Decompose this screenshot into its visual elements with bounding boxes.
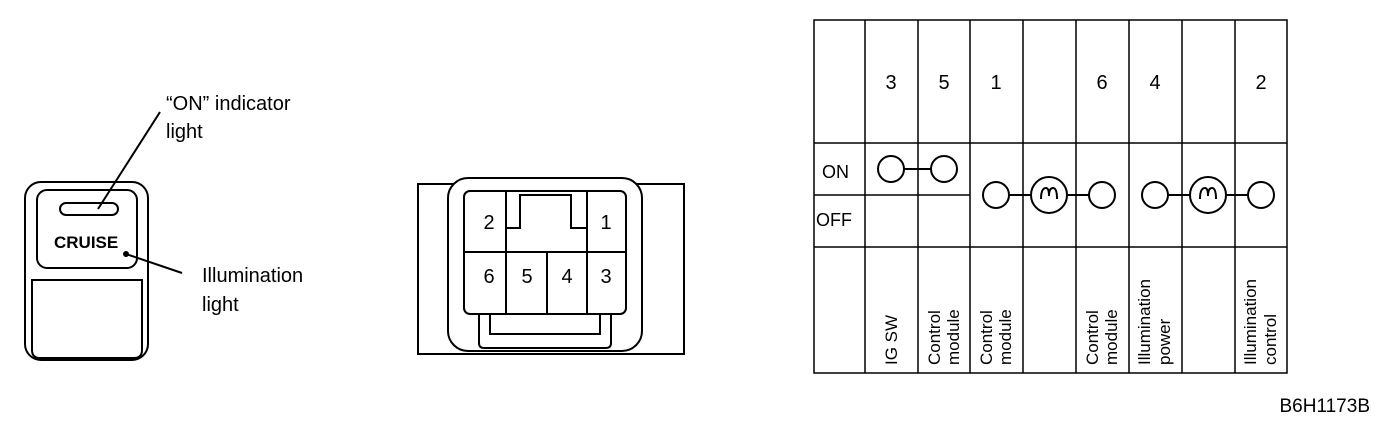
indicator-label: “ON” indicator [166,93,291,115]
function-label: power [1155,318,1174,365]
indicator-leader-line [97,111,161,210]
function-label: module [944,309,963,365]
continuity-circle [877,155,905,183]
illumination-label: Illumination [202,265,304,287]
terminal-number: 4 [1149,72,1161,94]
cruise-switch [24,111,183,361]
function-label: module [1102,309,1121,365]
continuity-circle [1247,181,1275,209]
function-label: control [1261,313,1280,365]
function-label: IG SW [882,314,901,365]
figure-code: B6H1173B [1279,396,1371,417]
function-label: Control [977,310,996,365]
pin-number: 3 [600,266,612,288]
pin-number: 5 [521,266,533,288]
continuity-circle [1088,181,1116,209]
switch-lower-button [31,279,143,359]
continuity-marks [877,155,1275,214]
pin-number: 4 [561,266,573,288]
function-label: Control [1083,310,1102,365]
illumination-label-2: light [202,294,239,316]
terminal-number: 1 [990,72,1002,94]
function-label: Illumination [1135,279,1154,365]
on-indicator-light [59,202,119,216]
continuity-circle [982,181,1010,209]
illumination-leader-line [125,253,183,274]
function-label: Control [925,310,944,365]
terminal-number: 3 [885,72,897,94]
pin-number: 1 [600,212,612,234]
terminal-number: 5 [938,72,950,94]
continuity-circle [1141,181,1169,209]
terminal-number: 6 [1096,72,1108,94]
function-label: Illumination [1241,279,1260,365]
continuity-circle [930,155,958,183]
pin-number: 2 [483,212,495,234]
terminal-number: 2 [1255,72,1267,94]
cruise-button-text: CRUISE [54,233,119,252]
state-off-label: OFF [816,210,852,230]
connector-face [417,177,685,355]
pin-number: 6 [483,266,495,288]
terminal-table [813,19,1288,374]
state-on-label: ON [822,162,849,182]
indicator-label-2: light [166,121,203,143]
function-label: module [996,309,1015,365]
